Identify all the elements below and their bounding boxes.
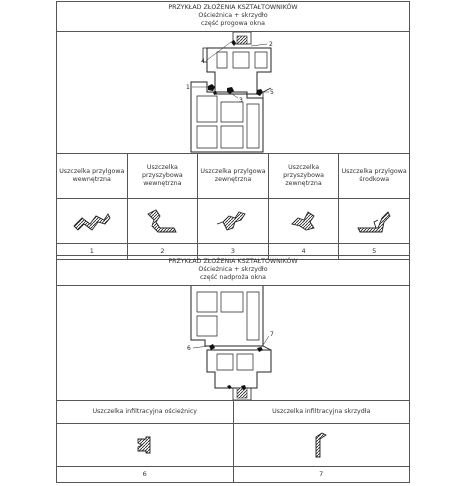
seal-label: Uszczelka przylgowa wewnętrzna	[57, 153, 128, 198]
seal-number: 5	[372, 247, 377, 256]
seal-label-row: Uszczelka infiltracyjna ościeżnicy Uszcz…	[57, 400, 409, 424]
seal-label: Uszczelka przyszybowa wewnętrzna	[128, 153, 199, 198]
seal-number: 7	[319, 470, 324, 479]
callout-5: 5	[270, 89, 274, 96]
seal-label: Uszczelka infiltracyjna ościeżnicy	[57, 400, 234, 423]
seal-number-row: 6 7	[57, 466, 409, 482]
table-header: PRZYKŁAD ZŁOŻENIA KSZTAŁTOWNIKÓW Ościeżn…	[57, 2, 409, 32]
middle-rebate-seal-icon	[339, 199, 409, 243]
seal-number: 2	[128, 243, 199, 259]
seal-label-row: Uszczelka przylgowa wewnętrzna Uszczelka…	[57, 153, 409, 199]
table-subtitle: Ościeżnica + skrzydło	[198, 266, 268, 274]
seal-icon-row	[57, 198, 409, 244]
table-part: część progowa okna	[201, 20, 265, 28]
seal-number: 4	[269, 243, 340, 259]
callout-4: 4	[201, 58, 205, 65]
seal-number: 1	[57, 243, 128, 259]
seal-table-sill: PRZYKŁAD ZŁOŻENIA KSZTAŁTOWNIKÓW Ościeżn…	[56, 1, 410, 260]
table-title: PRZYKŁAD ZŁOŻENIA KSZTAŁTOWNIKÓW	[168, 258, 298, 265]
seal-label: Uszczelka infiltracyjna skrzydła	[272, 407, 371, 415]
callout-6: 6	[187, 345, 191, 352]
seal-label: Uszczelka przylgowa środkowa	[341, 167, 407, 183]
seal-icon-row	[57, 423, 410, 467]
callout-1: 1	[186, 84, 190, 91]
outer-rebate-seal-icon	[198, 198, 269, 243]
inner-glazing-seal-icon	[128, 198, 199, 243]
seal-number: 6	[57, 466, 234, 482]
seal-label: Uszczelka przylgowa zewnętrzna	[198, 153, 269, 198]
callout-2: 2	[269, 41, 273, 48]
table-part: część nadproża okna	[199, 274, 267, 282]
sash-infiltration-seal-icon	[234, 424, 410, 466]
seal-number-row: 1 2 3 4 5	[57, 243, 409, 259]
table-title: PRZYKŁAD ZŁOŻENIA KSZTAŁTOWNIKÓW	[168, 4, 298, 11]
frame-infiltration-seal-icon	[57, 423, 234, 466]
table-header: PRZYKŁAD ZŁOŻENIA KSZTAŁTOWNIKÓW Ościeżn…	[57, 256, 409, 286]
seal-table-head: PRZYKŁAD ZŁOŻENIA KSZTAŁTOWNIKÓW Ościeżn…	[56, 255, 410, 483]
outer-glazing-seal-icon	[269, 198, 340, 243]
head-cross-section-diagram: 6 7	[57, 285, 409, 401]
callout-7: 7	[270, 331, 274, 338]
seal-number: 3	[198, 243, 269, 259]
inner-rebate-seal-icon	[57, 198, 128, 243]
callout-3: 3	[239, 97, 243, 104]
table-subtitle: Ościeżnica + skrzydło	[198, 12, 268, 20]
seal-label: Uszczelka przyszybowa zewnętrzna	[269, 153, 340, 198]
sill-cross-section-diagram: 4 1 3 2 5	[57, 31, 409, 154]
